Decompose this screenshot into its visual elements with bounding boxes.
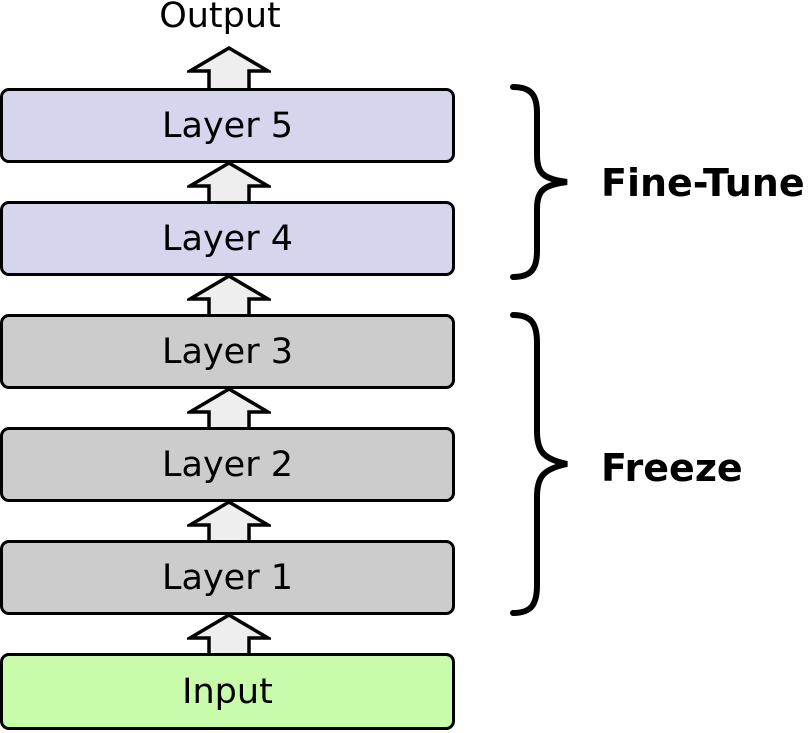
up-arrow-icon bbox=[187, 274, 271, 320]
layer1-label: Layer 1 bbox=[162, 557, 293, 598]
layer2-label: Layer 2 bbox=[162, 444, 293, 485]
layer5-label: Layer 5 bbox=[162, 105, 293, 146]
layer4-label: Layer 4 bbox=[162, 218, 293, 259]
output-label: Output bbox=[159, 0, 281, 36]
fine-tune-brace bbox=[510, 84, 568, 280]
layer1-box: Layer 1 bbox=[0, 540, 455, 615]
freeze-label: Freeze bbox=[601, 446, 743, 490]
layer4-box: Layer 4 bbox=[0, 201, 455, 276]
up-arrow-icon bbox=[187, 46, 271, 92]
up-arrow-icon bbox=[187, 161, 271, 207]
layer3-label: Layer 3 bbox=[162, 331, 293, 372]
layer2-box: Layer 2 bbox=[0, 427, 455, 502]
input-box: Input bbox=[0, 653, 455, 730]
input-label: Input bbox=[182, 671, 273, 712]
layer3-box: Layer 3 bbox=[0, 314, 455, 389]
fine-tune-label: Fine-Tune bbox=[601, 161, 805, 205]
up-arrow-icon bbox=[187, 500, 271, 546]
up-arrow-icon bbox=[187, 613, 271, 659]
freeze-brace bbox=[510, 312, 568, 616]
up-arrow-icon bbox=[187, 387, 271, 433]
layer5-box: Layer 5 bbox=[0, 88, 455, 163]
